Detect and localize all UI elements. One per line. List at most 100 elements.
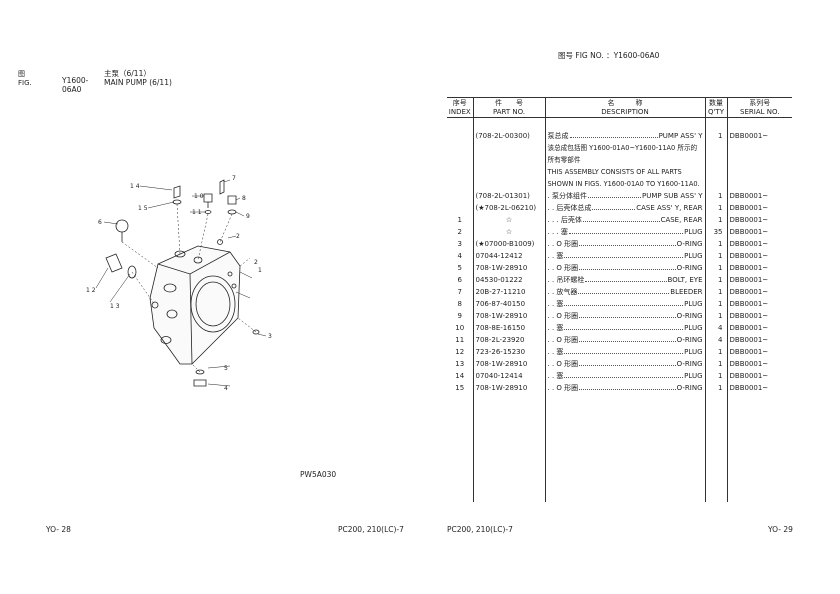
plug-4 bbox=[193, 379, 207, 387]
cell-empty bbox=[473, 430, 546, 442]
leader-dots bbox=[587, 197, 641, 198]
cell-empty bbox=[727, 142, 792, 154]
plug-12 bbox=[105, 253, 123, 273]
leader-dots bbox=[564, 257, 684, 258]
callout-1: 1 bbox=[258, 267, 262, 274]
cell-empty bbox=[545, 418, 706, 430]
cell-part-no: ☆ bbox=[473, 226, 546, 238]
description-en: PLUG bbox=[684, 372, 703, 380]
cell-index: 12 bbox=[447, 346, 474, 358]
fig-label-en: FIG. bbox=[18, 78, 32, 87]
cell-empty bbox=[447, 490, 474, 502]
description-cn: . 泵分体组件 bbox=[547, 192, 587, 200]
assembly-note-row: 该总成包括图 Y1600-01A0~Y1600-11A0 所示的 bbox=[447, 142, 792, 154]
cell-qty: 1 bbox=[705, 130, 728, 142]
right-fig-number: 图号 FIG NO. ：Y1600-06A0 bbox=[558, 51, 660, 60]
assembly-note-line: THIS ASSEMBLY CONSISTS OF ALL PARTS bbox=[545, 166, 706, 178]
header-qty-cn: 数量 bbox=[709, 99, 723, 107]
cell-part-no: 708-1W-28910 bbox=[473, 262, 546, 274]
description-en: O-RING bbox=[676, 240, 703, 248]
cell-empty bbox=[473, 178, 546, 190]
cell-qty: 1 bbox=[705, 274, 728, 286]
right-model-label: PC200, 210(LC)-7 bbox=[447, 525, 513, 534]
cell-empty bbox=[705, 178, 728, 190]
cell-empty bbox=[705, 490, 728, 502]
cell-index: 15 bbox=[447, 382, 474, 394]
port-bottom bbox=[160, 336, 172, 344]
description-cn: . . O 形圈 bbox=[547, 240, 579, 248]
cell-qty: 1 bbox=[705, 346, 728, 358]
cell-serial: DBB0001~ bbox=[729, 288, 769, 296]
description-line: . 泵分体组件 PUMP SUB ASS' Y bbox=[548, 191, 703, 201]
leader-dots bbox=[564, 329, 684, 330]
figure-title: 主泵（6/11） MAIN PUMP (6/11) bbox=[104, 69, 172, 87]
port-a bbox=[163, 283, 177, 293]
empty-row bbox=[447, 454, 792, 466]
cell-part-no: (★07000-B1009) bbox=[473, 238, 546, 250]
callout-15: 1 5 bbox=[138, 205, 148, 212]
empty-row bbox=[447, 394, 792, 406]
callout-8: 8 bbox=[242, 195, 246, 202]
cell-qty: 1 bbox=[705, 310, 728, 322]
cell-part-no: (708-2L-00300) bbox=[473, 130, 546, 142]
description-en: O-RING bbox=[676, 336, 703, 344]
cell-qty: 1 bbox=[705, 298, 728, 310]
header-qty-en: Q'TY bbox=[708, 107, 724, 116]
cell-empty bbox=[727, 454, 792, 466]
cell-empty bbox=[727, 154, 792, 166]
description-en: CASE, REAR bbox=[660, 216, 703, 224]
cell-empty bbox=[705, 478, 728, 490]
cell-empty bbox=[545, 394, 706, 406]
callout-12: 1 2 bbox=[86, 287, 96, 294]
leader-dots bbox=[585, 281, 667, 282]
cell-serial: DBB0001~ bbox=[729, 252, 769, 260]
description-en: O-RING bbox=[676, 360, 703, 368]
left-model-label: PC200, 210(LC)-7 bbox=[338, 525, 404, 534]
cell-serial: DBB0001~ bbox=[729, 204, 769, 212]
cell-serial: DBB0001~ bbox=[729, 240, 769, 248]
o-ring-15 bbox=[172, 199, 182, 205]
description-en: PUMP SUB ASS' Y bbox=[641, 192, 703, 200]
cell-empty bbox=[545, 430, 706, 442]
cell-empty bbox=[473, 394, 546, 406]
cell-empty bbox=[447, 454, 474, 466]
cell-empty bbox=[447, 394, 474, 406]
figure-title-cn: 主泵（6/11） bbox=[104, 69, 151, 78]
description-line: . . O 形圈 O-RING bbox=[548, 239, 703, 249]
drawing-code: PW5A030 bbox=[300, 470, 337, 479]
plug-top-2 bbox=[217, 239, 223, 245]
cell-serial: DBB0001~ bbox=[729, 192, 769, 200]
cell-index: 4 bbox=[447, 250, 474, 262]
cell-empty bbox=[705, 466, 728, 478]
cell-index: 11 bbox=[447, 334, 474, 346]
cell-empty bbox=[545, 490, 706, 502]
cell-qty: 1 bbox=[705, 286, 728, 298]
cell-index: 7 bbox=[447, 286, 474, 298]
cell-empty bbox=[473, 142, 546, 154]
cell-empty bbox=[447, 142, 474, 154]
cell-empty bbox=[727, 418, 792, 430]
callout-13: 1 3 bbox=[110, 303, 120, 310]
assembly-note-row: THIS ASSEMBLY CONSISTS OF ALL PARTS bbox=[447, 166, 792, 178]
